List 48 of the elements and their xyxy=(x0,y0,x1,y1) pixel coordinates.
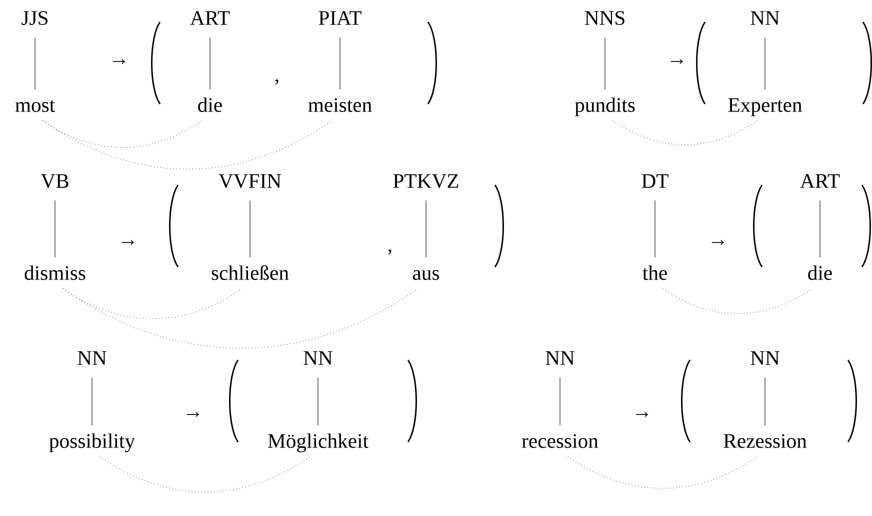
word-label: possibility xyxy=(49,433,135,452)
word-label: Rezession xyxy=(724,434,807,448)
tag-label: ART xyxy=(800,174,840,188)
word-label: schließen xyxy=(212,265,289,280)
tag-label: JJS xyxy=(22,11,48,25)
tag-label: NN xyxy=(304,351,332,365)
symbol-label: → xyxy=(636,412,648,417)
tag-label: NN xyxy=(750,351,780,365)
word-label: recession xyxy=(522,434,598,448)
tag-label: DT xyxy=(642,174,668,188)
alignment-curve xyxy=(662,288,812,314)
word-label: meisten xyxy=(308,98,372,112)
symbol-label: → xyxy=(186,412,200,417)
tree-line xyxy=(764,37,766,90)
symbol-label: → xyxy=(712,240,724,245)
alignment-curve xyxy=(42,120,332,170)
symbol-label: → xyxy=(112,59,126,64)
word-label: dismiss xyxy=(24,265,86,280)
word-label: pundits xyxy=(574,97,635,116)
symbol-label: , xyxy=(275,79,278,85)
tag-label: NN xyxy=(546,351,574,365)
symbol-label: , xyxy=(388,249,392,255)
tag-label: ART xyxy=(190,11,230,25)
tree-line xyxy=(604,37,606,90)
tag-label: PIAT xyxy=(318,11,362,25)
word-label: die xyxy=(198,97,222,112)
tree-line xyxy=(764,377,766,426)
alignment-curve xyxy=(568,456,758,489)
word-label: most xyxy=(15,100,55,112)
tag-label: NN xyxy=(750,11,780,25)
tag-label: NN xyxy=(78,351,106,365)
symbol-label: → xyxy=(670,59,684,64)
tag-label: PTKVZ xyxy=(393,174,458,188)
tree-line xyxy=(34,37,36,90)
alignment-curve xyxy=(612,120,758,146)
tag-label: NNS xyxy=(584,11,624,25)
tree-line xyxy=(654,200,656,258)
word-label: die xyxy=(808,265,832,280)
word-label: the xyxy=(642,265,667,280)
word-label: Experten xyxy=(728,98,802,116)
tag-label: VVFIN xyxy=(218,174,282,188)
tag-label: VB xyxy=(40,174,68,188)
alignment-curve xyxy=(100,456,310,492)
word-label: aus xyxy=(412,270,440,280)
alignment-curve xyxy=(62,288,418,348)
tree-line xyxy=(54,200,56,258)
symbol-label: → xyxy=(122,240,134,245)
word-label: Möglichkeit xyxy=(268,433,368,452)
